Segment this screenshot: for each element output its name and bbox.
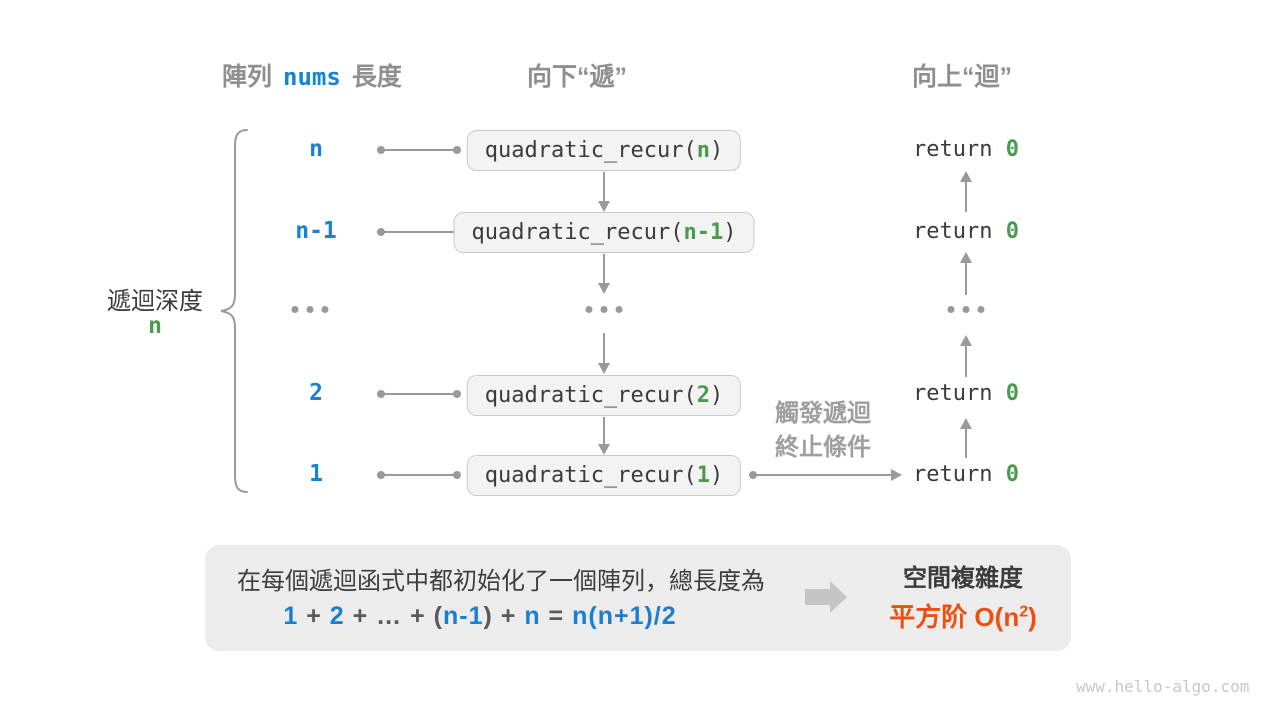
return-label-n-1: return 0 xyxy=(913,219,1019,244)
right-arrow-icon xyxy=(749,469,902,481)
space-complexity-title: 空間複雜度 xyxy=(903,565,1023,592)
formula-paren: ) xyxy=(483,602,493,630)
watermark-url: www.hello-algo.com xyxy=(1076,677,1250,696)
formula-op: = xyxy=(540,602,573,630)
return-label-1: return 0 xyxy=(913,462,1019,487)
return-value: 0 xyxy=(1005,137,1019,162)
return-label-n: return 0 xyxy=(913,137,1019,162)
formula-op: + xyxy=(298,602,330,630)
call-close: ) xyxy=(709,138,724,163)
formula-result: n(n+1)/2 xyxy=(572,602,677,630)
block-arrow-icon xyxy=(830,581,847,613)
recursion-depth-value: n xyxy=(148,313,162,339)
return-value: 0 xyxy=(1005,462,1019,487)
recursion-depth-label: 遞迴深度 xyxy=(107,288,203,315)
call-arg: n-1 xyxy=(683,220,724,245)
down-arrow-icon xyxy=(598,254,610,294)
up-arrow-icon xyxy=(960,335,972,377)
call-box-n-1: quadratic_recur(n-1) xyxy=(453,212,755,253)
formula-op: + xyxy=(402,602,434,630)
return-keyword: return xyxy=(913,462,1006,487)
formula-op: + xyxy=(492,602,525,630)
trigger-label-line2: 終止條件 xyxy=(775,434,871,461)
call-close: ) xyxy=(709,383,724,408)
call-box-n: quadratic_recur(n) xyxy=(466,130,742,171)
header-array-pre: 陣列 xyxy=(222,63,273,91)
header-array-length: 陣列 nums 長度 xyxy=(222,57,402,93)
complexity-prefix: 平方阶 O(n xyxy=(889,602,1020,632)
trigger-label-line1: 觸發遞迴 xyxy=(775,400,871,427)
row-label-1: 1 xyxy=(309,461,323,487)
header-nums-code: nums xyxy=(283,63,341,91)
ellipsis-left xyxy=(291,306,329,313)
call-arg: 1 xyxy=(696,463,710,488)
header-upward-return: 向上“迴” xyxy=(911,63,1013,91)
down-arrow-icon xyxy=(598,333,610,374)
down-arrow-icon xyxy=(598,417,610,455)
formula-term: 2 xyxy=(329,602,345,630)
formula-term: n xyxy=(524,602,541,630)
call-fn: quadratic_recur( xyxy=(484,138,697,163)
call-close: ) xyxy=(709,463,724,488)
left-brace xyxy=(220,129,248,493)
row-label-2: 2 xyxy=(309,380,323,406)
formula-ellipsis: … xyxy=(376,602,403,630)
call-close: ) xyxy=(723,220,737,245)
call-fn: quadratic_recur( xyxy=(484,383,697,408)
block-arrow-icon xyxy=(805,589,830,605)
connector-line xyxy=(377,390,461,398)
call-box-1: quadratic_recur(1) xyxy=(466,455,742,496)
call-fn: quadratic_recur( xyxy=(471,220,684,245)
ellipsis-right xyxy=(947,306,985,313)
call-arg: n xyxy=(696,138,710,163)
call-arg: 2 xyxy=(696,383,710,408)
return-value: 0 xyxy=(1005,219,1019,244)
down-arrow-icon xyxy=(598,172,610,212)
formula-term: n-1 xyxy=(442,602,484,630)
ellipsis-middle xyxy=(585,306,623,313)
connector-line xyxy=(377,146,461,154)
up-arrow-icon xyxy=(960,252,972,295)
return-value: 0 xyxy=(1005,381,1019,406)
space-complexity-value: 平方阶 O(n2) xyxy=(889,597,1037,634)
complexity-suffix: ) xyxy=(1028,602,1037,632)
row-label-n: n xyxy=(309,136,323,162)
return-keyword: return xyxy=(913,219,1006,244)
summary-description: 在每個遞迴函式中都初始化了一個陣列，總長度為 xyxy=(237,568,765,595)
formula-op: + xyxy=(344,602,377,630)
up-arrow-icon xyxy=(960,418,972,458)
return-label-2: return 0 xyxy=(913,381,1019,406)
return-keyword: return xyxy=(913,381,1006,406)
header-downward-recurse: 向下“遞” xyxy=(526,63,628,91)
formula-term: 1 xyxy=(283,602,299,630)
call-box-2: quadratic_recur(2) xyxy=(466,375,742,416)
summary-formula: 1 + 2 + … + (n-1) + n = n(n+1)/2 xyxy=(283,602,676,631)
complexity-exponent: 2 xyxy=(1019,603,1029,621)
row-label-n-1: n-1 xyxy=(295,218,337,244)
summary-panel: 在每個遞迴函式中都初始化了一個陣列，總長度為 1 + 2 + … + (n-1)… xyxy=(205,545,1071,651)
formula-paren: ( xyxy=(433,602,443,630)
header-array-post: 長度 xyxy=(351,63,402,91)
connector-line xyxy=(377,228,461,236)
connector-line xyxy=(377,471,461,479)
return-keyword: return xyxy=(913,137,1006,162)
up-arrow-icon xyxy=(960,171,972,212)
call-fn: quadratic_recur( xyxy=(484,463,697,488)
